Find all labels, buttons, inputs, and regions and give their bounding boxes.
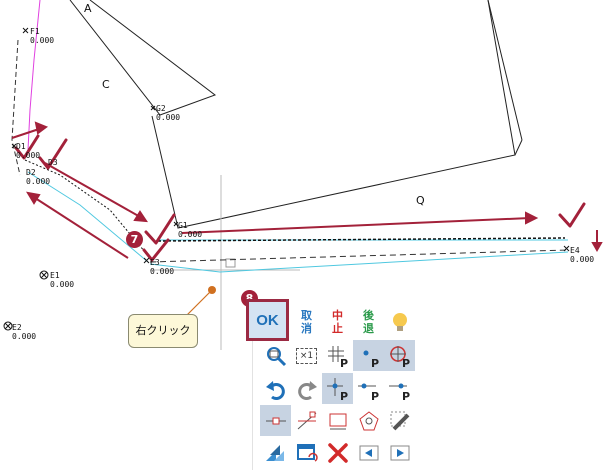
close-icon bbox=[327, 442, 348, 463]
point-label-g1: G1 0.000 bbox=[178, 221, 203, 239]
cancel-label: 取消 bbox=[301, 308, 312, 335]
boundary-cyan-d-e3 bbox=[27, 171, 149, 263]
next-button[interactable] bbox=[384, 437, 415, 468]
step-badge-7: 7 bbox=[126, 231, 143, 248]
point-label-e4: E4 0.000 bbox=[570, 246, 595, 264]
svg-text:P: P bbox=[340, 390, 348, 402]
endpoint-snap-button[interactable]: P bbox=[322, 373, 353, 404]
midpoint-button[interactable] bbox=[260, 405, 291, 436]
dashed-line-left bbox=[11, 39, 21, 176]
parcel-letter-c: C bbox=[102, 78, 110, 91]
cancel-button[interactable]: 取消 bbox=[291, 306, 322, 337]
window-select-icon bbox=[296, 443, 318, 462]
parcel-letter-a: A bbox=[84, 2, 92, 15]
window-select-button[interactable] bbox=[291, 437, 322, 468]
redo-icon bbox=[297, 380, 317, 400]
arrow-left-icon bbox=[359, 445, 378, 460]
on-line-snap-button[interactable]: P bbox=[384, 373, 415, 404]
point-label-f1: F1 0.000 bbox=[30, 27, 55, 45]
back-button[interactable]: 後退 bbox=[353, 306, 384, 337]
intersection-button[interactable] bbox=[291, 405, 322, 436]
building-outline-main bbox=[151, 0, 516, 229]
direction-arrows bbox=[11, 121, 603, 259]
trace-icon bbox=[390, 411, 409, 430]
circle-center-snap-icon: P bbox=[389, 345, 410, 369]
hint-button[interactable] bbox=[384, 306, 415, 337]
building-edge-2 bbox=[514, 139, 523, 156]
boundary-g1-e4-dots bbox=[157, 237, 566, 242]
arrow-right-icon bbox=[390, 445, 409, 460]
interrupt-label: 中止 bbox=[332, 308, 343, 335]
endpoint-snap-icon: P bbox=[326, 377, 348, 402]
perpendicular-icon bbox=[329, 413, 346, 429]
scale-1x-button[interactable]: ×1 bbox=[291, 340, 322, 371]
polygon-icon bbox=[358, 410, 379, 430]
delete-button[interactable] bbox=[322, 437, 353, 468]
polygon-button[interactable] bbox=[353, 405, 384, 436]
point-marks bbox=[3, 27, 570, 331]
lightbulb-icon bbox=[392, 312, 407, 331]
layer-button[interactable] bbox=[260, 437, 291, 468]
perpendicular-button[interactable] bbox=[322, 405, 353, 436]
zoom-window-button[interactable] bbox=[260, 340, 291, 371]
ok-label: OK bbox=[256, 311, 279, 329]
check-marks bbox=[14, 134, 586, 262]
zoom-window-icon bbox=[266, 346, 286, 366]
point-label-d2: D2 0.000 bbox=[26, 168, 51, 186]
previous-button[interactable] bbox=[353, 437, 384, 468]
svg-text:P: P bbox=[371, 390, 379, 402]
layer-icon bbox=[265, 444, 284, 461]
point-label-d1: D1 0.000 bbox=[16, 142, 41, 160]
trace-button[interactable] bbox=[384, 405, 415, 436]
grid-snap-icon: P bbox=[327, 345, 348, 369]
right-click-callout: 右クリック bbox=[128, 314, 198, 348]
point-label-d3: D3 bbox=[48, 158, 58, 167]
point-label-g2: G2 0.000 bbox=[156, 104, 181, 122]
parcel-letter-q: Q bbox=[416, 194, 425, 207]
ok-button[interactable]: OK bbox=[246, 299, 289, 341]
cursor-box bbox=[225, 258, 236, 268]
point-snap-button[interactable]: P bbox=[353, 340, 384, 371]
on-line-snap-icon: P bbox=[388, 383, 410, 402]
svg-text:P: P bbox=[371, 357, 379, 369]
redo-button[interactable] bbox=[291, 373, 322, 404]
line-point-snap-button[interactable]: P bbox=[353, 373, 384, 404]
midpoint-icon bbox=[265, 417, 286, 424]
boundary-dotted-d-e3 bbox=[24, 159, 151, 259]
callout-pointer bbox=[183, 286, 216, 319]
building-outline-top bbox=[69, 0, 217, 116]
grid-snap-button[interactable]: P bbox=[322, 340, 353, 371]
boundary-line-magenta bbox=[27, 0, 41, 151]
point-label-e2: E2 0.000 bbox=[12, 323, 37, 341]
intersection-icon bbox=[297, 411, 316, 429]
svg-text:P: P bbox=[402, 357, 410, 369]
point-label-e1: E1 0.000 bbox=[50, 271, 75, 289]
svg-text:P: P bbox=[340, 357, 348, 369]
undo-button[interactable] bbox=[260, 373, 291, 404]
scale-label: ×1 bbox=[295, 347, 318, 364]
point-label-e3: E3 0.000 bbox=[150, 258, 175, 276]
point-snap-icon: P bbox=[363, 350, 379, 369]
line-point-snap-icon: P bbox=[357, 383, 379, 402]
interrupt-button[interactable]: 中止 bbox=[322, 306, 353, 337]
building-edge bbox=[487, 0, 523, 141]
back-label: 後退 bbox=[363, 308, 374, 335]
svg-text:P: P bbox=[402, 390, 410, 402]
undo-icon bbox=[265, 380, 285, 400]
boundary-cyan-lower bbox=[149, 251, 569, 273]
circle-center-snap-button[interactable]: P bbox=[384, 340, 415, 371]
